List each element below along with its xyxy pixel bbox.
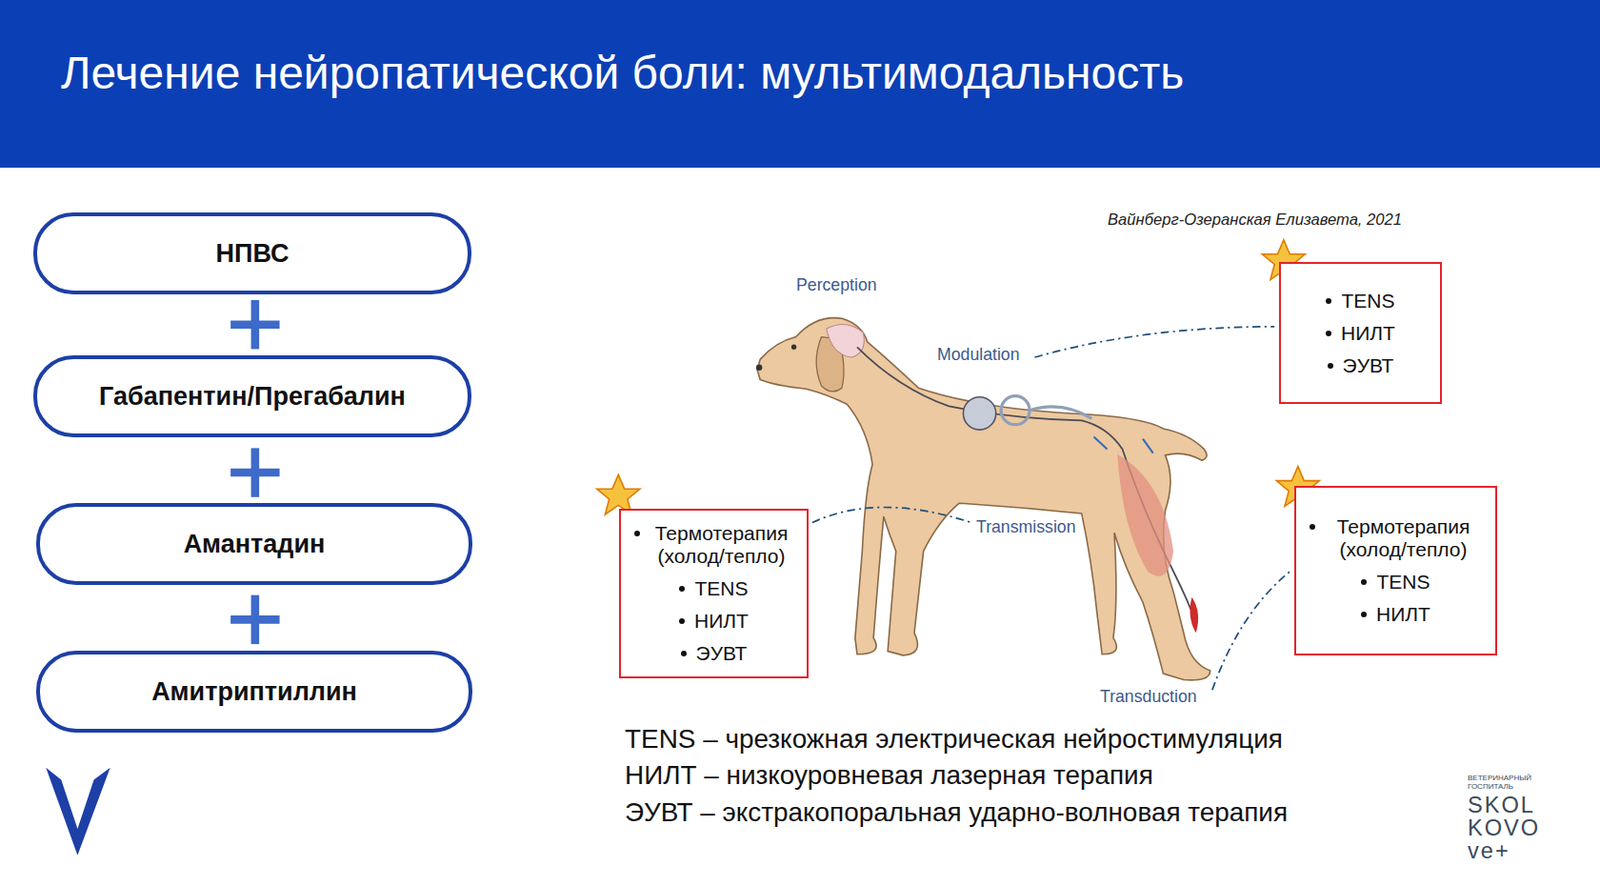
star-marks — [597, 240, 1320, 515]
bullet-text: ЭУВТ — [696, 641, 748, 665]
logo-text: ВЕТЕРИНАРНЫЙ — [1467, 774, 1532, 783]
logo-mark — [45, 767, 111, 856]
bullet-text: Термотерапия (холод/тепло) — [649, 521, 794, 568]
stage-label: Perception — [796, 276, 878, 295]
bullet-text: TENS — [1340, 289, 1395, 313]
bullet-text: НИЛТ — [694, 609, 749, 633]
bullet-text: Термотерапия (холод/тепло) — [1324, 515, 1482, 561]
bullet-text: ЭУВТ — [1342, 354, 1395, 378]
bullet-dot — [1325, 298, 1332, 304]
bullet-item: TENS — [679, 577, 748, 600]
plus-signs — [230, 300, 280, 644]
dog-figure — [756, 318, 1211, 680]
bullet-dot — [679, 618, 685, 624]
bullet-dot — [679, 585, 685, 592]
bullet-dot — [634, 530, 640, 537]
therapy-box: Термотерапия (холод/тепло) TENS НИЛТ ЭУВТ — [619, 508, 809, 679]
bullet-item: Термотерапия (холод/тепло) — [1309, 515, 1482, 561]
bullet-dot — [1309, 523, 1316, 530]
leader-lines — [812, 326, 1290, 690]
bullet-text: НИЛТ — [1376, 602, 1431, 626]
bullet-item: TENS — [1325, 289, 1395, 313]
bullet-item: НИЛТ — [1360, 602, 1431, 626]
drug-box: НПВС — [33, 212, 472, 295]
stage-label: Transmission — [976, 518, 1077, 537]
therapy-box: Термотерапия (холод/тепло) TENS НИЛТ — [1294, 485, 1498, 656]
bullet-dot — [1360, 611, 1367, 618]
bullet-dot — [680, 650, 687, 657]
abbrev-note: ЭУВТ – экстракопоральная ударно-волновая… — [624, 798, 1288, 828]
logo-text: ve+ — [1467, 839, 1511, 864]
bullet-text: TENS — [694, 577, 748, 600]
therapy-box: TENS НИЛТ ЭУВТ — [1279, 261, 1442, 404]
box-text: Габапентин/Прегабалин — [81, 381, 423, 412]
bullet-item: НИЛТ — [1325, 321, 1396, 345]
drug-box: Амантадин — [36, 502, 473, 585]
bullet-item: TENS — [1360, 570, 1430, 594]
slide-title: Лечение нейропатической боли: мультимода… — [60, 48, 1184, 100]
bullet-item: ЭУВТ — [680, 641, 748, 665]
logo-text: SKOL — [1467, 793, 1536, 819]
bullet-item: ЭУВТ — [1327, 354, 1395, 378]
bullet-dot — [1327, 362, 1334, 369]
abbrev-note: НИЛТ – низкоуровневая лазерная терапия — [624, 760, 1154, 791]
box-text: Амантадин — [166, 529, 343, 560]
logo-text: KOVO — [1467, 816, 1540, 841]
bullet-dot — [1325, 330, 1332, 337]
stage-label: Modulation — [937, 345, 1020, 364]
box-text: Амитриптиллин — [134, 677, 375, 707]
bullet-item: НИЛТ — [679, 609, 749, 633]
drug-box: Амитриптиллин — [36, 650, 473, 733]
logo-text: ГОСПИТАЛЬ — [1467, 782, 1514, 792]
bullet-text: TENS — [1376, 570, 1430, 594]
stage-label: Transduction — [1100, 687, 1198, 706]
bullet-item: Термотерапия (холод/тепло) — [634, 521, 794, 568]
drug-box: Габапентин/Прегабалин — [33, 355, 472, 438]
box-text: НПВС — [199, 239, 307, 269]
bullet-text: НИЛТ — [1340, 321, 1396, 345]
bullet-dot — [1360, 579, 1367, 585]
author-credit: Вайнберг-Озеранская Елизавета, 2021 — [1107, 211, 1402, 229]
abbrev-note: TENS – чрезкожная электрическая нейрости… — [624, 724, 1283, 755]
